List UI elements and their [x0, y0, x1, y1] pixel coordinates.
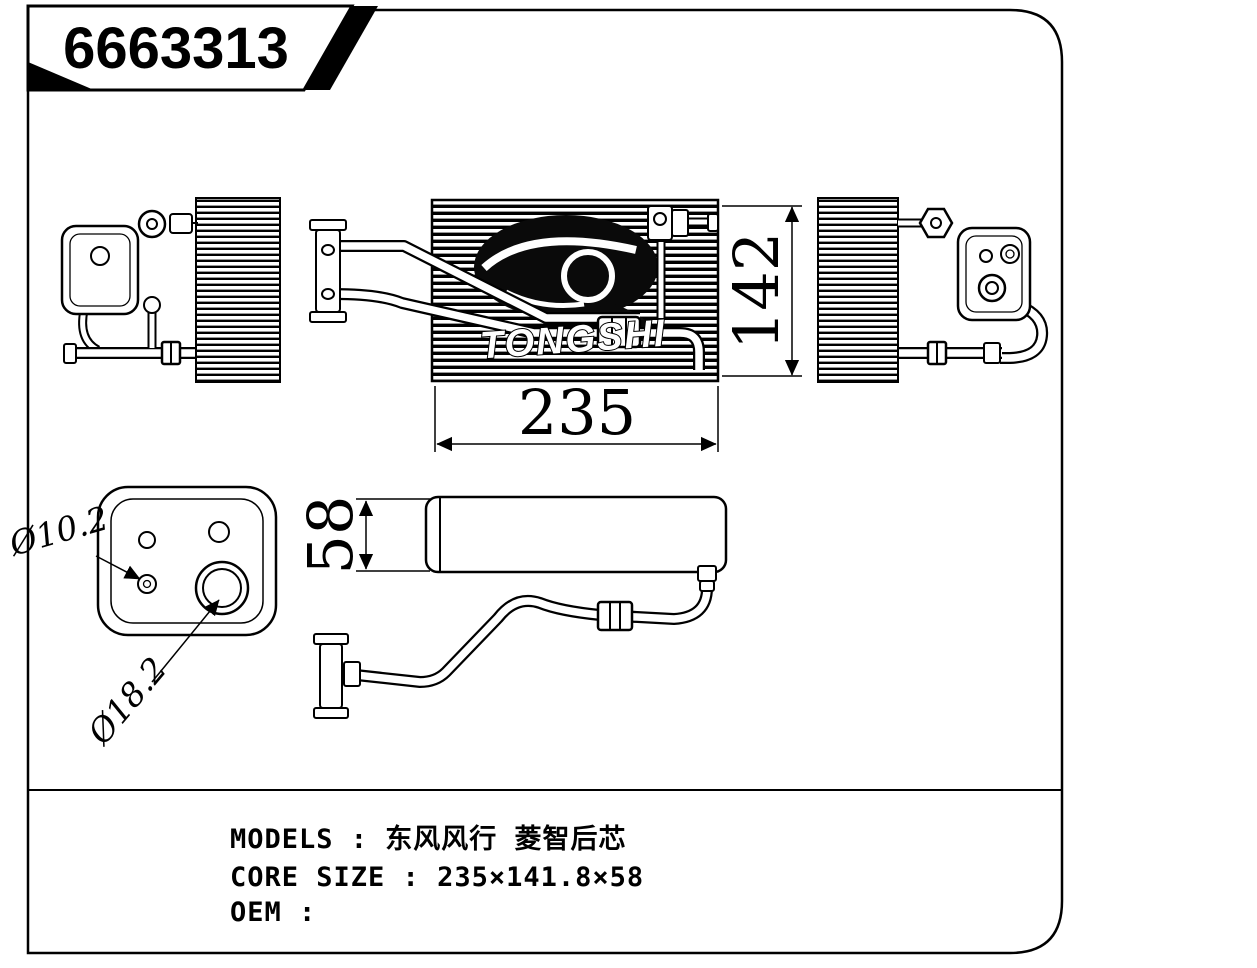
dimension-width: 235 [434, 376, 719, 452]
banner-fold-right [298, 6, 378, 90]
detail-block-outer [96, 485, 278, 637]
fitting-detail-view: Ø10.2 Ø18.2 [4, 485, 278, 753]
small-hole-label: Ø10.2 [4, 498, 112, 563]
detail-hole-b [208, 521, 230, 543]
info-block: MODELS : 东风风行 菱智后芯 CORE SIZE : 235×141.8… [230, 823, 644, 928]
left-connection-block [60, 224, 140, 316]
core-side-body [424, 495, 728, 574]
left-side-view [60, 197, 281, 383]
small-hole-leader [95, 555, 141, 580]
inlet-flange [309, 219, 347, 323]
front-view: TONGSHI [309, 198, 720, 383]
side-pipe-flange [313, 633, 361, 719]
right-fin-stack [817, 197, 899, 383]
pipe-upper [334, 240, 640, 324]
sheet-border [26, 8, 1064, 955]
left-pipe-endcap [63, 343, 77, 364]
pipe-elbow [640, 327, 705, 370]
dimension-height-label: 142 [720, 232, 793, 350]
info-line-core-size: CORE SIZE : 235×141.8×58 [230, 862, 644, 893]
dimension-height: 142 [720, 205, 802, 377]
large-hole-label: Ø18.2 [79, 650, 174, 753]
left-top-fitting [137, 209, 198, 239]
large-hole-leader [151, 599, 220, 683]
detail-hole-small [137, 574, 157, 594]
detail-block-inner [110, 498, 264, 624]
info-line-models: MODELS : 东风风行 菱智后芯 [230, 823, 627, 855]
dimension-depth: 58 [294, 496, 430, 575]
part-number-banner: 6663313 [26, 4, 378, 92]
right-pipe-joint [983, 342, 1001, 364]
side-pipe-coupling [596, 600, 634, 632]
right-side-view [817, 197, 1049, 383]
pipe-lower [333, 288, 600, 339]
right-hook-pipe [1000, 300, 1049, 364]
info-line-oem: OEM : [230, 897, 316, 928]
core-side-view: 58 [294, 495, 728, 719]
part-number: 6663313 [63, 16, 289, 81]
top-fitting [647, 205, 719, 241]
banner-fold-left [28, 62, 94, 90]
right-top-fitting [898, 207, 954, 239]
left-block-downpipe [78, 309, 101, 355]
detail-hole-a [138, 531, 156, 549]
left-fin-stack [195, 197, 281, 383]
side-view-outlet [697, 565, 717, 592]
side-view-pipe [355, 587, 713, 688]
dimension-depth-label: 58 [294, 496, 367, 575]
dimension-width-label: 235 [518, 376, 636, 449]
right-connection-block [956, 226, 1032, 322]
left-service-valve [143, 296, 161, 348]
